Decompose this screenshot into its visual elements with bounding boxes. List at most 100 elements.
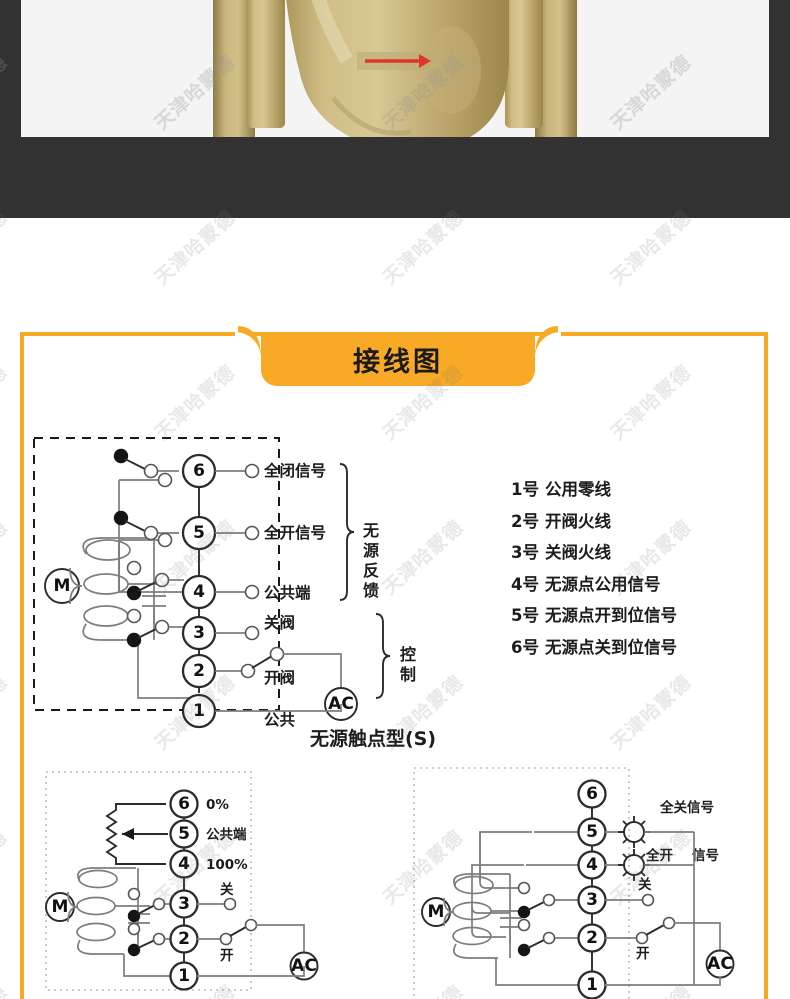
label-open-bl: 开 [220, 948, 234, 964]
legend-desc: 开阀火线 [545, 511, 611, 531]
legend-item: 1号 公用零线 [511, 480, 677, 499]
label-common-terminal: 公共端 [264, 583, 311, 602]
legend-item: 6号 无源点关到位信号 [511, 637, 677, 657]
svg-text:6: 6 [586, 784, 598, 804]
terminal-4-br: 4 [577, 850, 607, 880]
main-diagram-caption: 无源触点型(S) [310, 728, 437, 750]
svg-text:6: 6 [193, 461, 205, 481]
svg-text:6: 6 [178, 794, 190, 814]
terminal-5: 5 [181, 515, 217, 551]
motor-symbol-bl: M [52, 897, 69, 917]
terminal-1-bl: 1 [169, 961, 199, 991]
watermark-text: 天津哈蒙德 [0, 361, 12, 445]
label-control-group: 控 [400, 645, 416, 664]
legend-number: 2号 [511, 511, 539, 531]
svg-text:1: 1 [193, 701, 205, 721]
label-0-percent: 0% [206, 797, 229, 813]
svg-text:1: 1 [586, 975, 598, 995]
label-close-br: 关 [638, 876, 652, 893]
svg-text:1: 1 [178, 966, 190, 986]
svg-text:3: 3 [193, 623, 205, 643]
svg-text:源: 源 [363, 541, 379, 560]
terminal-2-br: 2 [577, 923, 607, 953]
terminal-1-br: 1 [577, 970, 607, 999]
legend-item: 2号 开阀火线 [511, 511, 677, 531]
svg-text:5: 5 [178, 824, 190, 844]
legend-item: 5号 无源点开到位信号 [511, 606, 677, 625]
watermark-text: 天津哈蒙德 [0, 516, 12, 600]
legend-desc: 无源点公用信号 [545, 574, 661, 594]
svg-text:3: 3 [178, 894, 190, 914]
wiring-diagram-card: 接线图 M [20, 332, 768, 999]
label-full-open-signal: 全开信号 [263, 523, 326, 542]
ac-symbol-br: AC [707, 954, 733, 974]
legend-number: 5号 [511, 606, 539, 625]
terminal-1: 1 [181, 693, 217, 729]
label-open-valve: 开阀 [264, 668, 295, 687]
flow-direction-arrow [365, 54, 431, 68]
terminal-2-bl: 2 [169, 924, 199, 954]
label-signal-br: 信号 [692, 847, 719, 864]
bottom-left-wiring-diagram: M [34, 764, 384, 999]
valve-illustration: DN40-PN16 PN40 [213, 0, 577, 137]
terminal-6: 6 [181, 453, 217, 489]
svg-text:4: 4 [178, 854, 190, 874]
legend-item: 3号 关阀火线 [511, 543, 677, 562]
motor-symbol-br: M [428, 902, 445, 922]
terminal-legend: 1号 公用零线 2号 开阀火线 3号 关阀火线 4号 无源点公用信号 5号 无源… [511, 480, 677, 671]
watermark-text: 天津哈蒙德 [0, 826, 12, 910]
svg-text:3: 3 [586, 890, 598, 910]
svg-text:反: 反 [363, 561, 379, 580]
svg-text:5: 5 [586, 822, 598, 842]
label-passive-feedback-group: 无 [362, 521, 379, 540]
terminal-5-br: 5 [577, 817, 607, 847]
section-banner: 接线图 [235, 332, 561, 386]
terminal-4-bl: 4 [169, 849, 199, 879]
terminal-6-bl: 6 [169, 789, 199, 819]
terminal-3-bl: 3 [169, 889, 199, 919]
label-full-open-br: 全开 [645, 847, 674, 864]
svg-text:4: 4 [193, 582, 205, 602]
watermark-text: 天津哈蒙德 [0, 671, 12, 755]
terminal-2: 2 [181, 653, 217, 689]
svg-text:馈: 馈 [363, 581, 379, 600]
svg-text:2: 2 [178, 929, 190, 949]
terminal-3: 3 [181, 615, 217, 651]
label-full-close-signal-br: 全关信号 [659, 799, 714, 816]
svg-text:5: 5 [193, 523, 205, 543]
legend-number: 1号 [511, 480, 539, 499]
label-close-valve: 关阀 [264, 613, 295, 632]
legend-number: 4号 [511, 574, 539, 594]
product-photo-band: DN40-PN16 PN40 [0, 0, 790, 218]
terminal-5-bl: 5 [169, 819, 199, 849]
terminal-4: 4 [181, 574, 217, 610]
terminal-6-br: 6 [577, 779, 607, 809]
svg-text:2: 2 [193, 661, 205, 681]
main-wiring-diagram: M [24, 428, 772, 748]
label-close-bl: 关 [220, 881, 234, 898]
legend-desc: 公用零线 [545, 480, 611, 499]
svg-text:2: 2 [586, 928, 598, 948]
legend-desc: 无源点开到位信号 [545, 606, 677, 625]
legend-number: 6号 [511, 637, 539, 657]
product-photo: DN40-PN16 PN40 [21, 0, 769, 137]
legend-number: 3号 [511, 543, 539, 562]
watermark-text: 天津哈蒙德 [0, 978, 12, 999]
banner-wrapper: 接线图 [24, 332, 772, 386]
label-100-percent: 100% [206, 857, 248, 873]
banner-curve-left [235, 332, 261, 360]
banner-curve-right [535, 332, 561, 360]
svg-text:4: 4 [586, 855, 598, 875]
legend-item: 4号 无源点公用信号 [511, 574, 677, 594]
label-full-close-signal: 全闭信号 [263, 461, 326, 480]
legend-desc: 关阀火线 [545, 543, 611, 562]
terminal-3-br: 3 [577, 885, 607, 915]
motor-symbol-main: M [54, 576, 71, 596]
label-open-br: 开 [636, 946, 650, 962]
svg-text:制: 制 [400, 665, 416, 684]
bottom-right-wiring-diagram: M [402, 760, 772, 999]
legend-desc: 无源点关到位信号 [545, 637, 677, 657]
page-title: 接线图 [353, 346, 443, 378]
label-common: 公共 [264, 711, 296, 729]
